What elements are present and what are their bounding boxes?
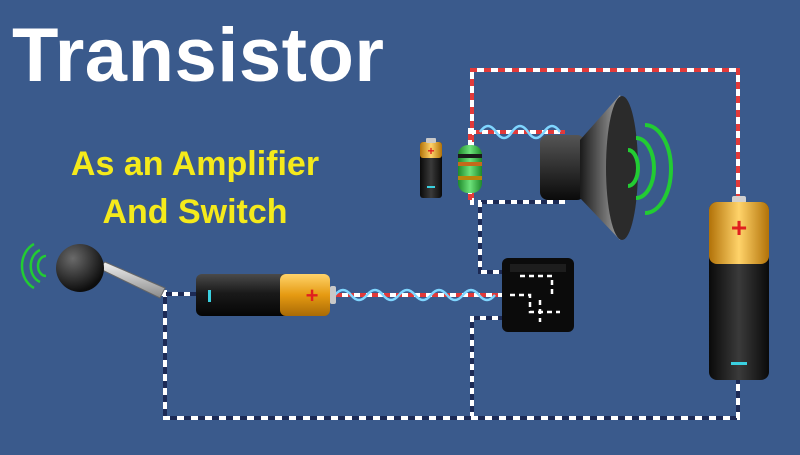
battery-supply-plus: + [731, 212, 747, 243]
battery-bias-minus [427, 186, 435, 188]
battery-bias-plus: + [427, 144, 434, 158]
signal-wave-output [478, 124, 562, 140]
subtitle-line-1: As an Amplifier [70, 145, 320, 183]
signal-wave-input [334, 288, 496, 302]
transistor-icon [502, 258, 574, 332]
battery-supply: + [709, 196, 769, 380]
battery-input-plus: + [306, 283, 319, 308]
resistor-icon [458, 145, 482, 193]
battery-supply-minus [731, 362, 747, 365]
subtitle: As an Amplifier And Switch [30, 140, 360, 236]
battery-input-minus [208, 290, 211, 302]
battery-input: + [196, 274, 336, 316]
speaker-sound-waves-icon [627, 123, 673, 215]
wire-speaker-negative [478, 200, 565, 274]
sound-waves-icon [20, 242, 47, 290]
wire-emitter [470, 316, 510, 418]
speaker-icon [540, 95, 673, 240]
wires [160, 68, 740, 420]
subtitle-line-2: And Switch [102, 193, 288, 231]
page-title: Transistor [12, 13, 385, 98]
battery-bias: + [420, 138, 442, 198]
wire-negative-bottom [163, 290, 740, 420]
microphone-icon [20, 242, 166, 299]
